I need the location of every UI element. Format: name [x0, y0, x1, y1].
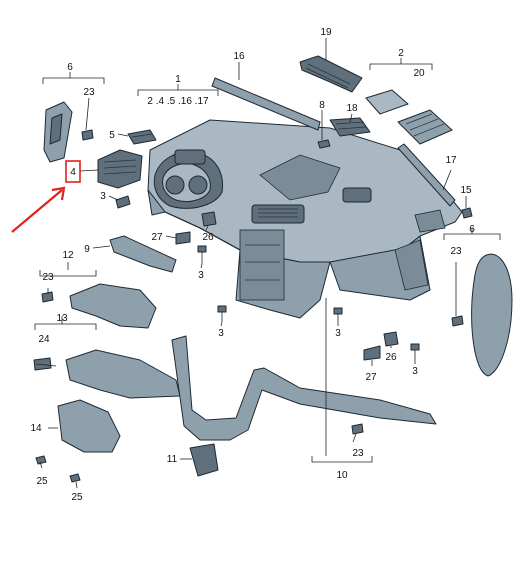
- callout-15: 15: [460, 185, 472, 196]
- callout-24: 24: [38, 334, 50, 345]
- bracket-27-left: [175, 231, 191, 245]
- callout-10: 10: [336, 470, 348, 481]
- clip-8: [317, 139, 331, 149]
- callout-12: 12: [62, 250, 74, 261]
- bracket-27-right: [363, 345, 381, 361]
- leader-lines: [35, 38, 467, 489]
- clip-23c: [351, 423, 364, 435]
- column-cover-12: [69, 283, 157, 329]
- callout-27-b: 27: [365, 372, 377, 383]
- callout-labels: 1 2 .4 .5 .16 .17 2 20 16 19 8 18 17 15 …: [30, 27, 475, 503]
- callout-11: 11: [167, 454, 178, 465]
- callout-25-b: 25: [71, 492, 83, 503]
- callout-9: 9: [84, 244, 90, 255]
- highlight-arrow: [11, 189, 63, 233]
- highlight-part-4: [11, 160, 81, 233]
- bracket-11: [189, 443, 219, 477]
- callout-18: 18: [346, 103, 358, 114]
- side-panel-6-left: [43, 101, 73, 163]
- callout-1: 1: [175, 74, 181, 85]
- callout-3-b: 3: [198, 270, 204, 281]
- callout-2: 2: [398, 48, 404, 59]
- knee-cover-14: [57, 399, 121, 453]
- clip-24: [33, 357, 52, 371]
- callout-23-a: 23: [83, 87, 95, 98]
- screw-3-a: [115, 195, 131, 209]
- group-brackets: [34, 58, 501, 463]
- callout-5: 5: [109, 130, 115, 141]
- callout-26-b: 26: [385, 352, 397, 363]
- highlight-box: [65, 160, 81, 183]
- clip-15: [461, 207, 473, 219]
- callout-8: 8: [319, 100, 325, 111]
- speaker-grill-20: [397, 109, 453, 145]
- callout-3-c: 3: [218, 328, 224, 339]
- callout-6-right: 6: [469, 224, 475, 235]
- lower-trim-10: [171, 335, 437, 441]
- screw-25-a: [35, 455, 47, 465]
- callout-14: 14: [30, 423, 42, 434]
- defrost-vent-19: [299, 55, 363, 93]
- screw-3-e: [410, 343, 420, 360]
- screw-25-b: [69, 473, 81, 483]
- bracket-26-right: [383, 331, 399, 347]
- trim-strip-17: [397, 143, 456, 207]
- vent-18: [329, 117, 371, 137]
- panel-9: [109, 235, 177, 273]
- callout-sublist: 2 .4 .5 .16 .17: [147, 96, 209, 107]
- callout-23-b: 23: [42, 272, 54, 283]
- callout-19: 19: [320, 27, 332, 38]
- clip-23b: [41, 291, 54, 303]
- callout-23-d: 23: [450, 246, 462, 257]
- dashboard-panel: [147, 119, 463, 319]
- callout-20: 20: [413, 68, 425, 79]
- callout-3-e: 3: [412, 366, 418, 377]
- screw-3-c: [217, 305, 227, 322]
- screw-3-d: [333, 307, 343, 322]
- highlight-arrowhead: [51, 186, 66, 201]
- callout-3-a: 3: [100, 191, 106, 202]
- callout-4: 4: [70, 167, 76, 178]
- callout-27-a: 27: [151, 232, 163, 243]
- callout-13: 13: [56, 313, 68, 324]
- column-cover-13: [65, 349, 181, 399]
- trim-strip-16: [211, 77, 321, 131]
- vent-4: [97, 149, 143, 189]
- screw-3-b: [197, 245, 207, 264]
- bracket-26-left: [201, 211, 217, 227]
- side-panel-6-right: [471, 253, 513, 377]
- callout-17: 17: [445, 155, 457, 166]
- callout-25-a: 25: [36, 476, 48, 487]
- speaker-cover-2: [365, 89, 409, 115]
- clip-23a: [81, 129, 94, 141]
- vent-5: [127, 129, 157, 145]
- callout-26-a: 26: [202, 232, 214, 243]
- callout-3-d: 3: [335, 328, 341, 339]
- clip-23d: [451, 315, 464, 327]
- callout-23-c: 23: [352, 448, 364, 459]
- callout-16: 16: [233, 51, 245, 62]
- callout-6-left: 6: [67, 62, 73, 73]
